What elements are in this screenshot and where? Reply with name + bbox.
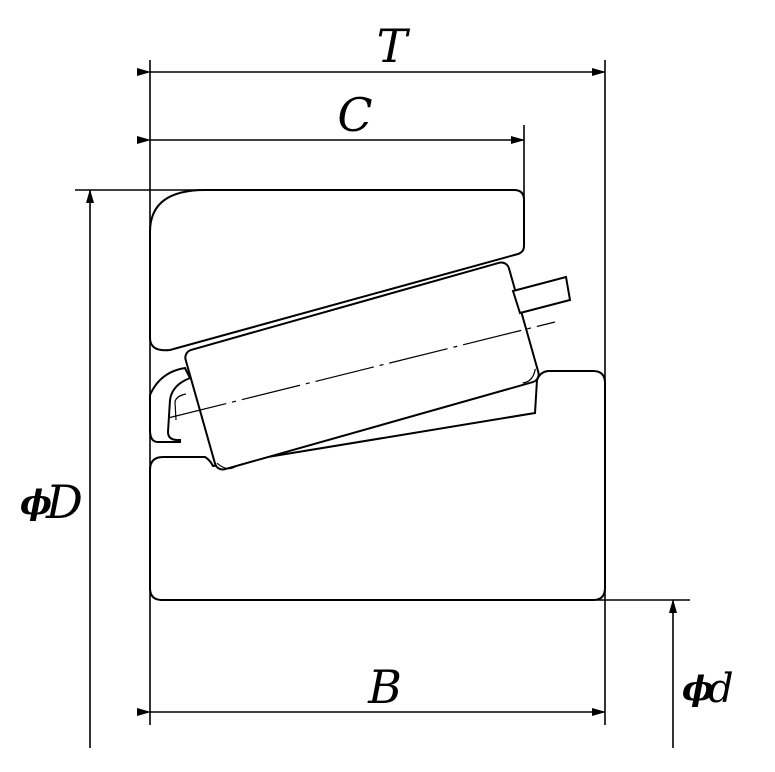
label-b: B xyxy=(367,660,402,714)
label-outer-diameter-symbol: ϕ xyxy=(20,483,52,523)
label-t: T xyxy=(377,19,411,73)
cage-left xyxy=(174,393,187,421)
cone-flange xyxy=(149,366,192,443)
outer-ring xyxy=(149,189,525,352)
label-inner-diameter-symbol: ϕ xyxy=(682,669,714,709)
roller xyxy=(184,261,540,471)
roller-stud xyxy=(511,275,572,315)
label-c: C xyxy=(337,88,372,142)
label-inner-diameter: d xyxy=(708,666,734,712)
label-outer-diameter: D xyxy=(45,475,83,529)
roller-axis-line xyxy=(167,321,556,419)
inner-ring xyxy=(149,370,606,601)
